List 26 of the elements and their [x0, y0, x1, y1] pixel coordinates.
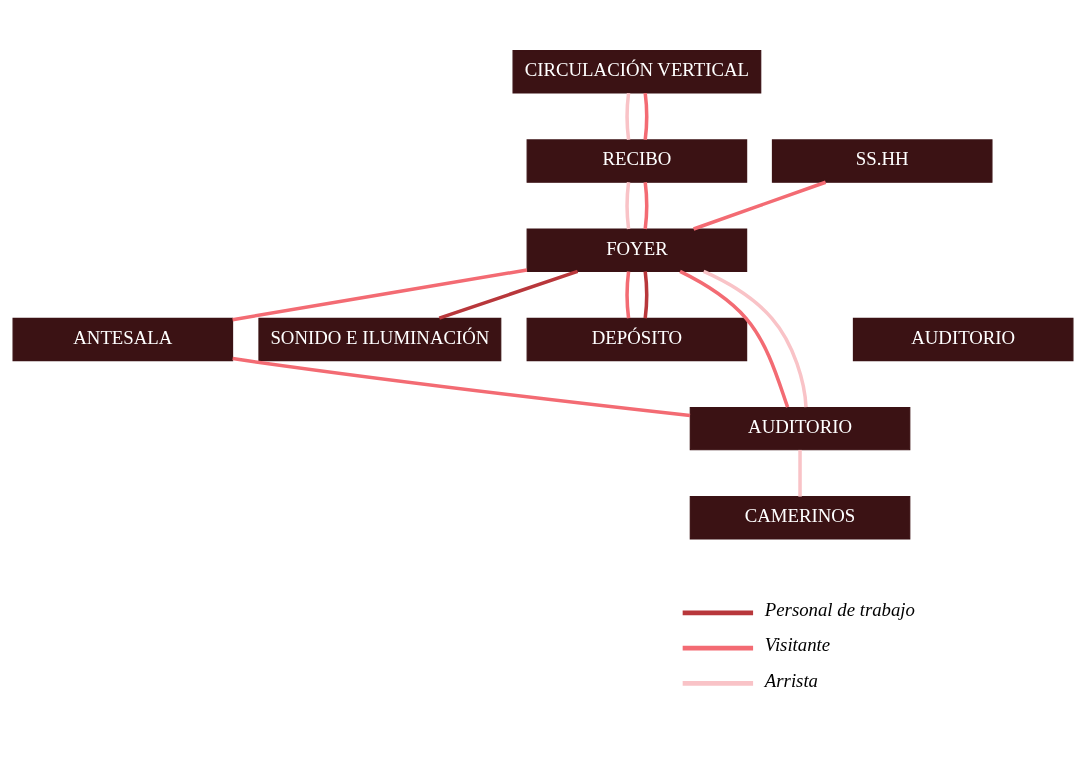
- node-box: CIRCULACIÓN VERTICAL: [512, 49, 762, 94]
- node-box: ANTESALA: [12, 317, 234, 361]
- connector: [643, 270, 649, 318]
- node-box: RECIBO: [526, 138, 748, 183]
- connector: [643, 181, 649, 229]
- node-box: SONIDO E ILUMINACIÓN: [258, 317, 502, 361]
- node-box: AUDITORIO: [689, 406, 911, 450]
- connector: [232, 356, 691, 417]
- legend-label: Visitante: [764, 633, 831, 655]
- node-box: CAMERINOS: [689, 495, 911, 540]
- connector: [702, 269, 808, 407]
- connector: [625, 181, 631, 229]
- connector: [625, 92, 631, 140]
- connector: [798, 449, 802, 497]
- connector: [438, 269, 579, 320]
- legend-label: Personal de trabajo: [764, 598, 915, 620]
- node-box: SS.HH: [771, 138, 993, 183]
- node-box: AUDITORIO: [852, 317, 1074, 361]
- node-box: FOYER: [526, 228, 748, 272]
- node-box: DEPÓSITO: [526, 317, 748, 361]
- connector: [625, 270, 631, 318]
- connector: [679, 269, 790, 408]
- legend-label: Arrista: [764, 669, 819, 691]
- connector: [232, 267, 528, 321]
- connector: [693, 180, 827, 231]
- connector: [643, 92, 649, 140]
